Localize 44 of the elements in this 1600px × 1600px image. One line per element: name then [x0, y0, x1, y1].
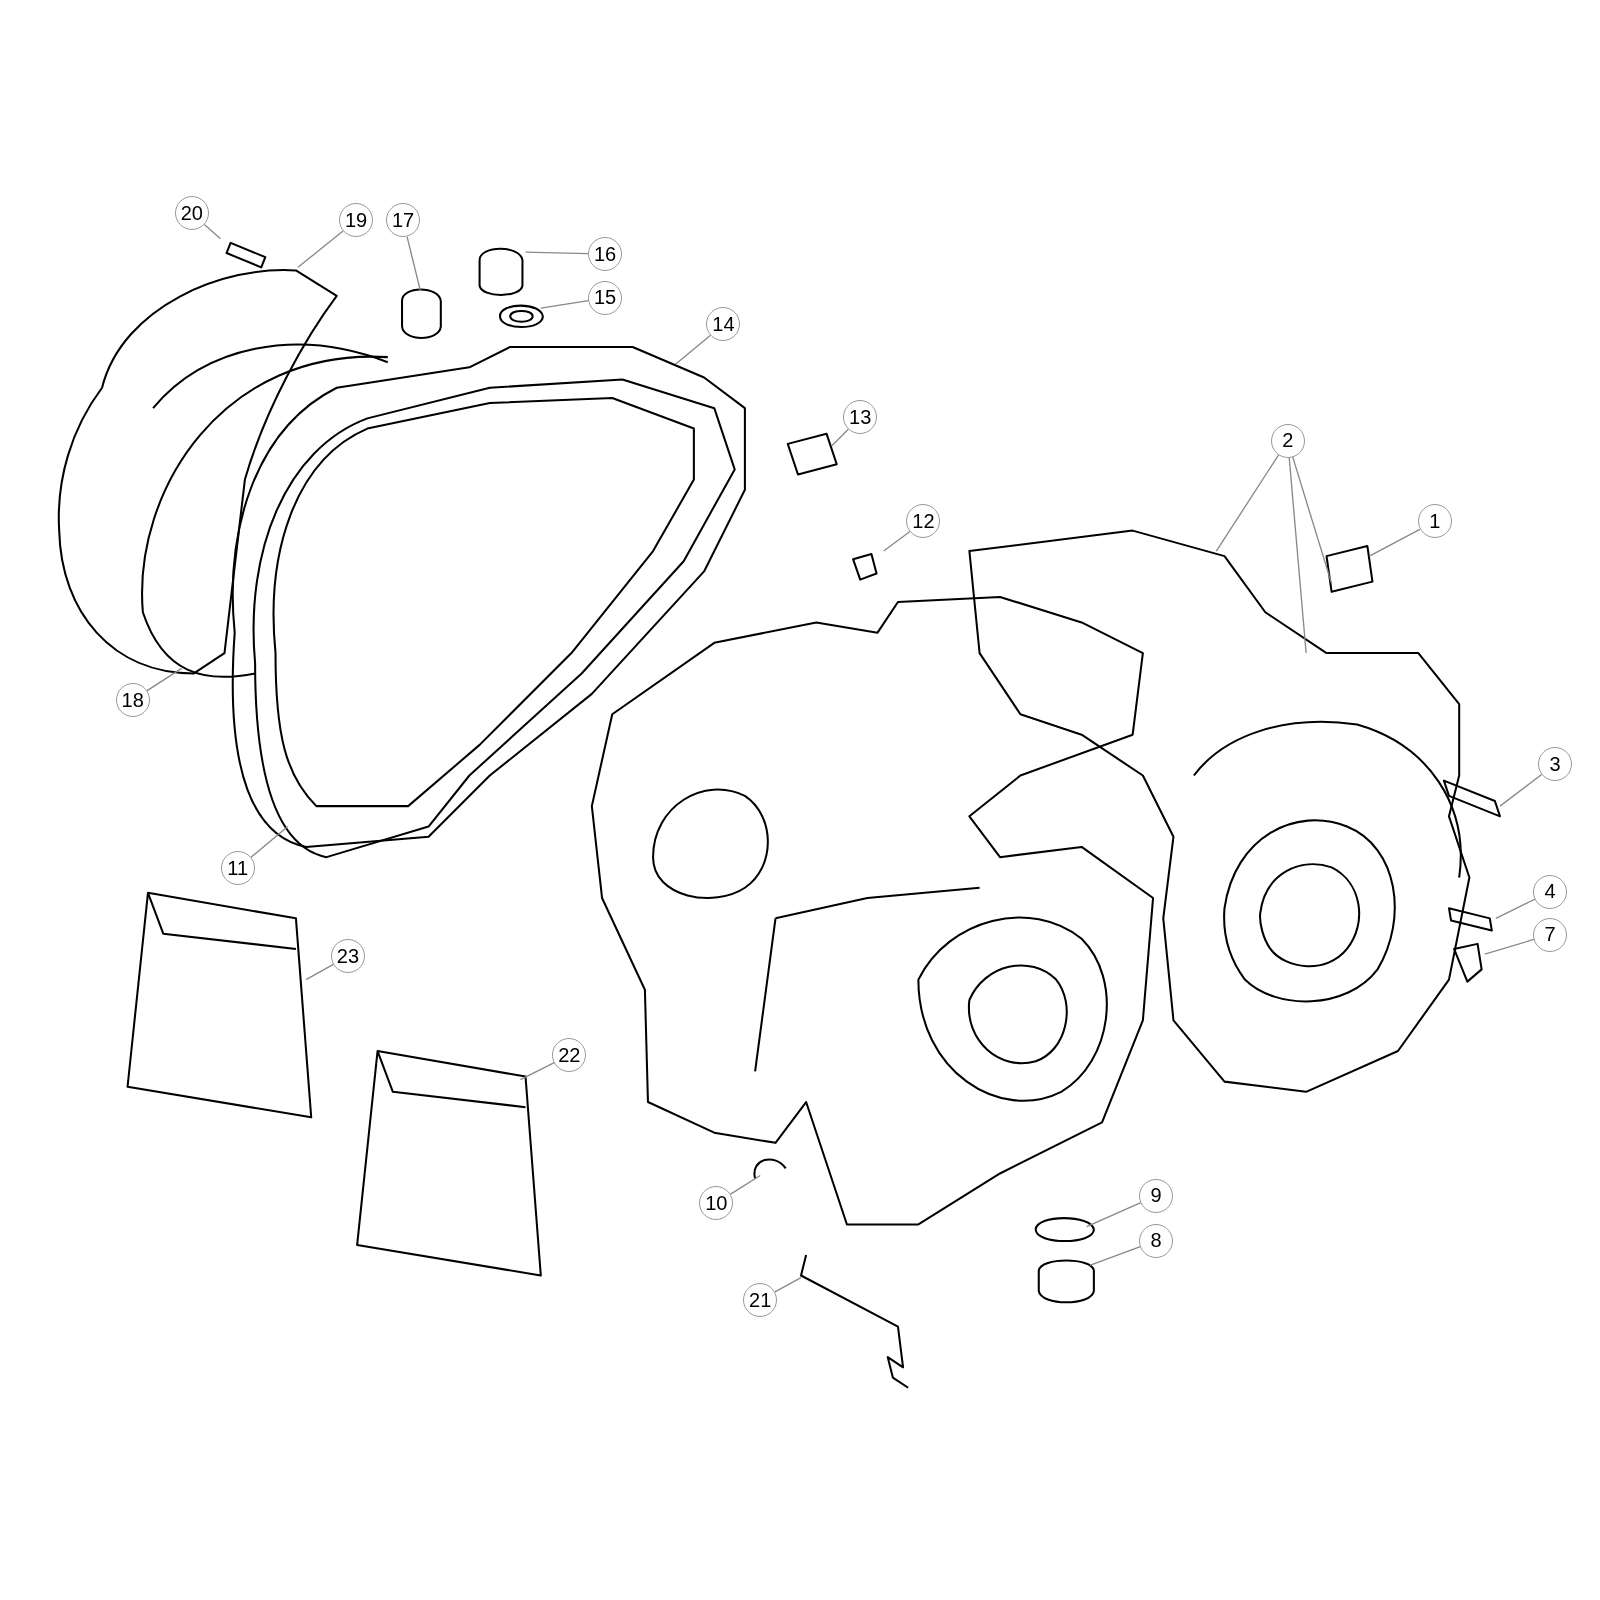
leader-line — [774, 1276, 802, 1293]
leader-line — [250, 825, 289, 859]
callout-number: 16 — [588, 237, 623, 272]
leader-line — [729, 1174, 761, 1195]
leader-line — [1215, 454, 1280, 552]
leader-line — [1086, 1202, 1142, 1228]
callout-number: 8 — [1139, 1223, 1174, 1258]
callout-number: 23 — [330, 939, 365, 974]
callout-number: 17 — [386, 203, 421, 238]
leader-line — [540, 299, 590, 309]
leader-line — [1499, 773, 1543, 807]
callout-number: 2 — [1270, 423, 1305, 458]
callout-number: 10 — [699, 1186, 734, 1221]
callout-number: 20 — [174, 196, 209, 231]
callout-number: 22 — [552, 1038, 587, 1073]
leader-line — [524, 251, 589, 255]
leader-line — [1089, 1246, 1141, 1266]
callout-number: 15 — [588, 280, 623, 315]
leader-line — [830, 428, 849, 447]
callout-number: 21 — [743, 1283, 778, 1317]
callout-number: 19 — [339, 203, 374, 238]
leader-line — [406, 236, 422, 292]
callout-number: 14 — [706, 307, 741, 342]
leader-line — [1484, 938, 1535, 955]
leader-line — [1495, 898, 1536, 920]
callout-number: 11 — [220, 851, 255, 886]
leader-line — [519, 1061, 555, 1081]
leader-line — [1292, 456, 1333, 585]
callout-number: 9 — [1139, 1178, 1174, 1213]
callout-number: 3 — [1538, 747, 1573, 782]
callout-number: 7 — [1533, 917, 1567, 952]
callout-number: 12 — [906, 504, 941, 539]
callout-number: 13 — [843, 400, 878, 435]
leader-line — [1368, 528, 1421, 557]
leader-line — [297, 230, 344, 268]
callout-number: 4 — [1533, 874, 1567, 909]
leader-line — [203, 223, 222, 240]
callout-number: 1 — [1417, 504, 1452, 539]
leader-line — [305, 963, 334, 981]
leader-line — [146, 667, 183, 692]
leader-line — [674, 334, 712, 365]
leader-line — [883, 530, 911, 552]
callout-number: 18 — [115, 683, 150, 717]
leader-line — [1288, 456, 1307, 654]
